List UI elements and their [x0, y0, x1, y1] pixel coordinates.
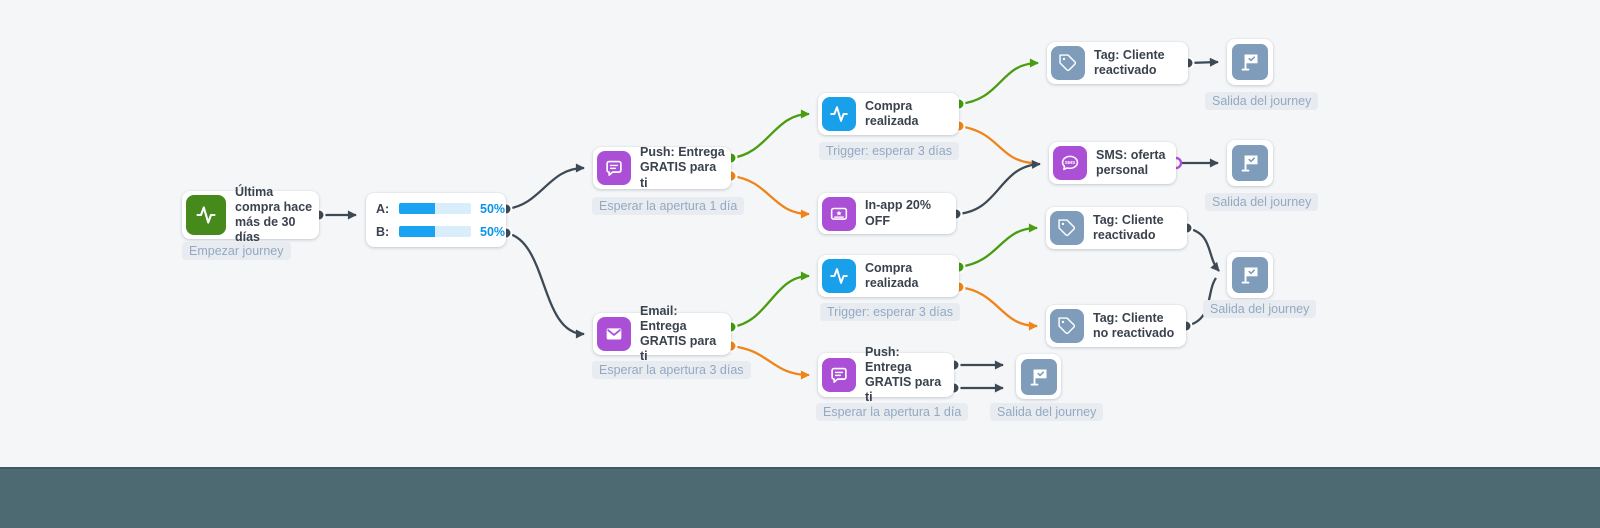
node-exit-tags[interactable] — [1227, 252, 1273, 298]
node-title: Última compra hace más de 30 días — [235, 184, 313, 245]
badge-push-top: Esperar la apertura 1 día — [592, 197, 745, 215]
node-email[interactable]: Email: Entrega GRATIS para ti — [593, 304, 731, 363]
tag-icon — [1050, 309, 1084, 343]
edge-purchase2-no-to-tag — [958, 285, 1038, 331]
ab-row-b: B: 50% — [376, 224, 505, 239]
label-exit-top: Salida del journey — [1205, 92, 1319, 110]
node-tag-not-reactivated[interactable]: Tag: Cliente no reactivado — [1046, 305, 1186, 347]
ab-percent-a: 50% — [480, 201, 506, 216]
edge-push-yes-to-purchase — [730, 109, 810, 160]
activity-icon — [186, 195, 226, 235]
node-title: Compra realizada — [865, 260, 919, 290]
tag-icon — [1051, 46, 1085, 80]
badge-purchase-bottom: Trigger: esperar 3 días — [820, 303, 960, 321]
edge-purchase-yes-to-tag — [958, 58, 1039, 106]
activity-icon — [822, 97, 856, 131]
node-title: Email: Entrega GRATIS para ti — [640, 303, 717, 364]
node-title: Push: Entrega GRATIS para ti — [865, 344, 942, 405]
node-title: Tag: Cliente reactivado — [1094, 47, 1165, 77]
ab-label-b: B: — [376, 224, 390, 239]
ab-percent-b: 50% — [480, 224, 506, 239]
badge-purchase-top: Trigger: esperar 3 días — [819, 142, 959, 160]
node-push-bottom[interactable]: Push: Entrega GRATIS para ti — [818, 345, 954, 404]
node-title: Tag: Cliente reactivado — [1093, 212, 1164, 242]
node-title: SMS: oferta personal — [1096, 147, 1166, 177]
node-push-top[interactable]: Push: Entrega GRATIS para ti — [593, 145, 731, 190]
tag-icon — [1050, 211, 1084, 245]
node-tag-reactivated-bottom[interactable]: Tag: Cliente reactivado — [1046, 207, 1187, 249]
label-exit-sms: Salida del journey — [1205, 193, 1319, 211]
node-exit-sms[interactable] — [1227, 140, 1273, 186]
badge-start: Empezar journey — [182, 242, 291, 260]
ab-label-a: A: — [376, 201, 390, 216]
node-start[interactable]: Última compra hace más de 30 días — [182, 185, 319, 244]
ticket-icon — [822, 196, 856, 231]
edge-purchase2-yes-to-tag — [958, 223, 1038, 269]
edge-tag2-to-exit — [1186, 226, 1220, 272]
node-title: Tag: Cliente no reactivado — [1093, 310, 1175, 340]
flag-check-icon — [1232, 257, 1268, 293]
node-title: Compra realizada — [865, 98, 919, 128]
edge-email-no-to-push — [730, 344, 810, 380]
label-exit-push-bottom: Salida del journey — [990, 403, 1104, 421]
flag-check-icon — [1232, 44, 1268, 80]
ab-row-a: A: 50% — [376, 201, 505, 216]
edge-email-yes-to-purchase — [730, 271, 810, 329]
node-title: In-app 20% OFF — [865, 198, 931, 228]
sms-bubble-icon: SMS — [1053, 146, 1087, 180]
node-sms-offer[interactable]: SMS SMS: oferta personal — [1049, 142, 1176, 184]
edge-inapp-to-sms — [955, 159, 1041, 216]
edge-push-no-to-inapp — [730, 174, 810, 219]
envelope-icon — [597, 317, 631, 351]
ab-progress-a — [399, 203, 471, 214]
node-purchase-top[interactable]: Compra realizada — [818, 93, 959, 135]
edge-split-a-to-push — [505, 163, 585, 211]
node-exit-top[interactable] — [1227, 39, 1273, 85]
chat-message-icon — [597, 151, 631, 185]
label-exit-tags: Salida del journey — [1203, 300, 1317, 318]
node-inapp-offer[interactable]: In-app 20% OFF — [818, 193, 956, 234]
chat-message-icon — [822, 358, 856, 392]
badge-push-bottom: Esperar la apertura 1 día — [816, 403, 969, 421]
journey-canvas: Última compra hace más de 30 días Empeza… — [182, 39, 1319, 421]
activity-icon — [822, 259, 856, 293]
bottom-bar — [0, 467, 1600, 528]
edge-split-b-to-email — [505, 231, 585, 339]
flag-check-icon — [1232, 145, 1268, 181]
flag-check-icon — [1020, 358, 1057, 395]
svg-text:SMS: SMS — [1065, 160, 1076, 166]
ab-progress-b — [399, 226, 471, 237]
node-tag-reactivated-top[interactable]: Tag: Cliente reactivado — [1047, 42, 1188, 84]
node-title: Push: Entrega GRATIS para ti — [640, 145, 725, 190]
node-exit-push-bottom[interactable] — [1016, 354, 1061, 399]
edge-purchase-no-to-sms — [958, 124, 1033, 165]
node-purchase-bottom[interactable]: Compra realizada — [818, 255, 959, 297]
node-ab-split[interactable]: A: 50% B: 50% — [366, 193, 506, 247]
badge-email: Esperar la apertura 3 días — [592, 361, 751, 379]
